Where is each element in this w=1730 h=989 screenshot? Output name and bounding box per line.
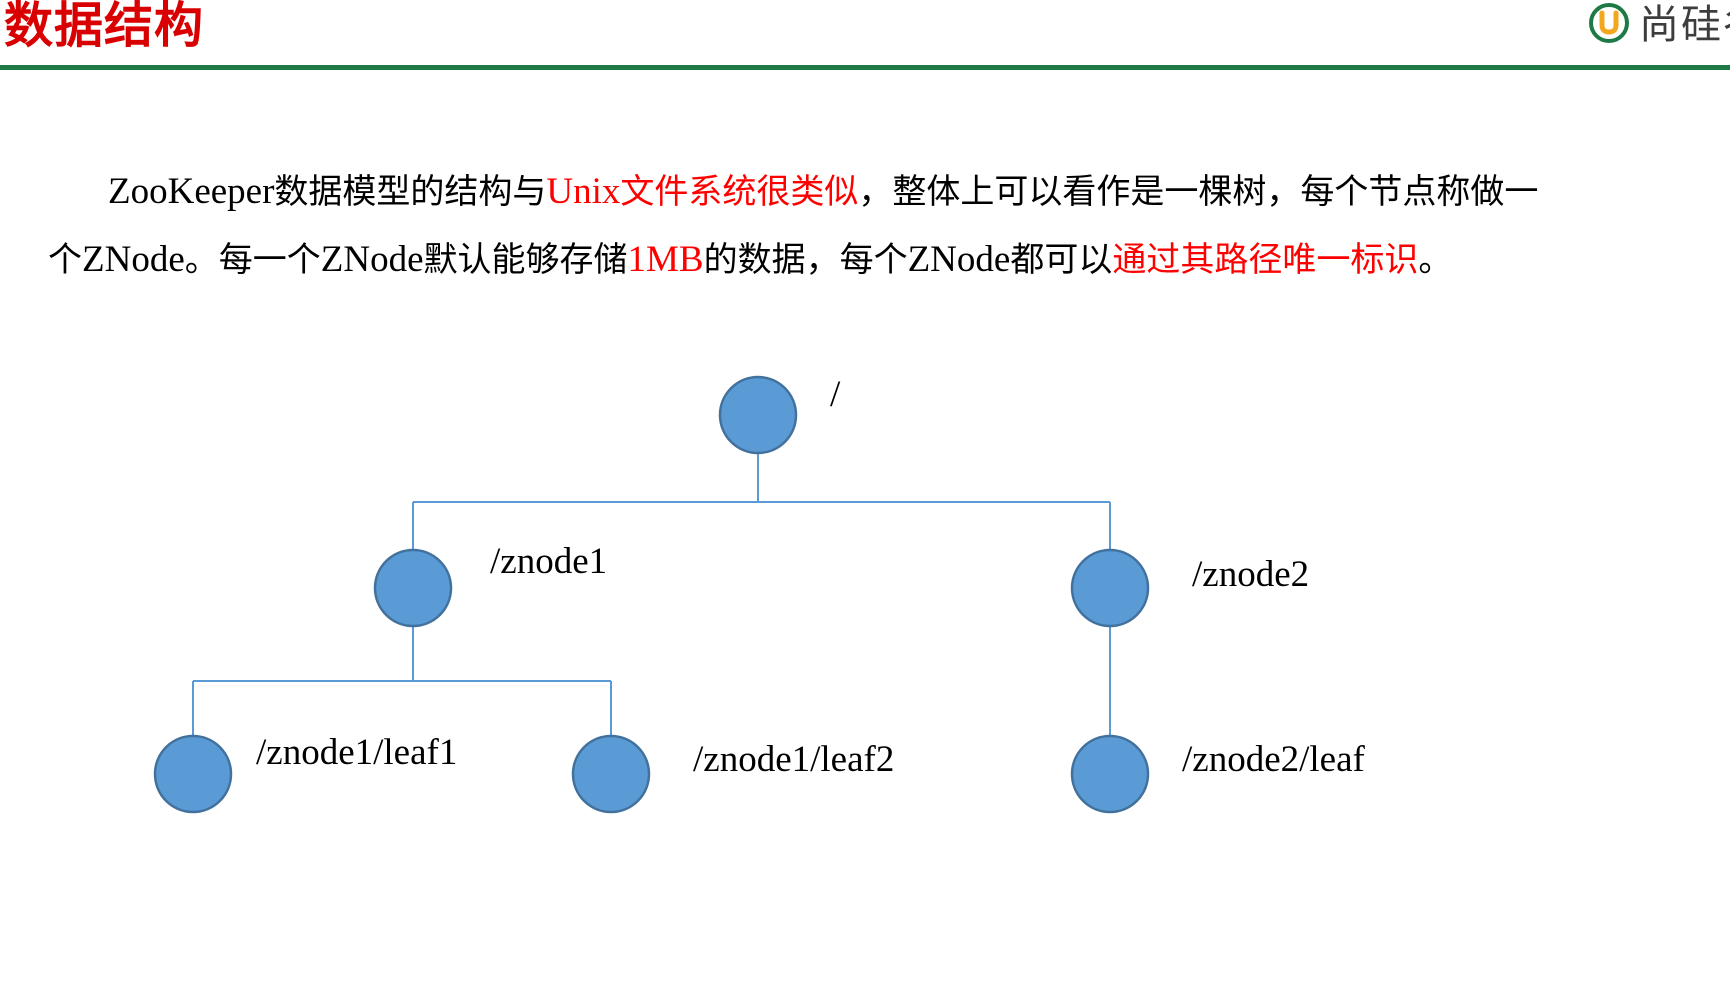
intro-text-b: ，整体上可以看作是一棵树，每个节点称做一	[858, 172, 1539, 212]
intro-znode-a: ZNode	[82, 239, 185, 280]
node-label-znode2: /znode2	[1192, 554, 1310, 595]
intro-text-c: 个	[48, 240, 82, 280]
tree-node-leaf2	[571, 734, 651, 814]
tree-node-znode2	[1070, 548, 1150, 628]
intro-line-1: ZooKeeper数据模型的结构与Unix文件系统很类似，整体上可以看作是一棵树…	[48, 158, 1698, 226]
intro-fs-highlight: 文件系统很类似	[620, 172, 859, 212]
logo-u-icon	[1589, 3, 1629, 43]
intro-path-highlight: 通过其路径唯一标识	[1112, 240, 1419, 280]
intro-paragraph: ZooKeeper数据模型的结构与Unix文件系统很类似，整体上可以看作是一棵树…	[48, 158, 1698, 294]
intro-znode-c: ZNode	[907, 239, 1011, 280]
intro-text-g: 都可以	[1010, 240, 1113, 280]
intro-unix: Unix	[546, 171, 621, 212]
intro-line-2: 个ZNode。每一个ZNode默认能够存储1MB的数据，每个ZNode都可以通过…	[48, 226, 1698, 294]
tree-node-leaf1	[153, 734, 233, 814]
node-label-leaf3: /znode2/leaf	[1182, 739, 1365, 780]
tree-node-root	[718, 375, 798, 455]
intro-text-h: 。	[1418, 240, 1453, 280]
logo-text: 尚硅谷	[1639, 2, 1730, 48]
node-label-leaf2: /znode1/leaf2	[693, 739, 895, 780]
intro-zookeeper: ZooKeeper	[108, 171, 275, 212]
intro-text-f: 的数据，每个	[703, 240, 908, 280]
intro-text-d: 。每一个	[184, 240, 321, 280]
node-label-znode1: /znode1	[490, 541, 608, 582]
node-label-leaf1: /znode1/leaf1	[256, 732, 458, 773]
slide-title: 数据结构	[4, 0, 205, 54]
tree-node-znode1	[373, 548, 453, 628]
tree-node-leaf3	[1070, 734, 1150, 814]
brand-logo: 尚硅谷	[1585, 0, 1730, 50]
node-label-root: /	[830, 374, 841, 415]
intro-znode-b: ZNode	[320, 239, 424, 280]
intro-text-e: 默认能够存储	[423, 240, 628, 280]
intro-text-a: 数据模型的结构与	[274, 172, 547, 212]
title-underline	[0, 65, 1730, 70]
intro-size-highlight: 1MB	[627, 239, 704, 280]
